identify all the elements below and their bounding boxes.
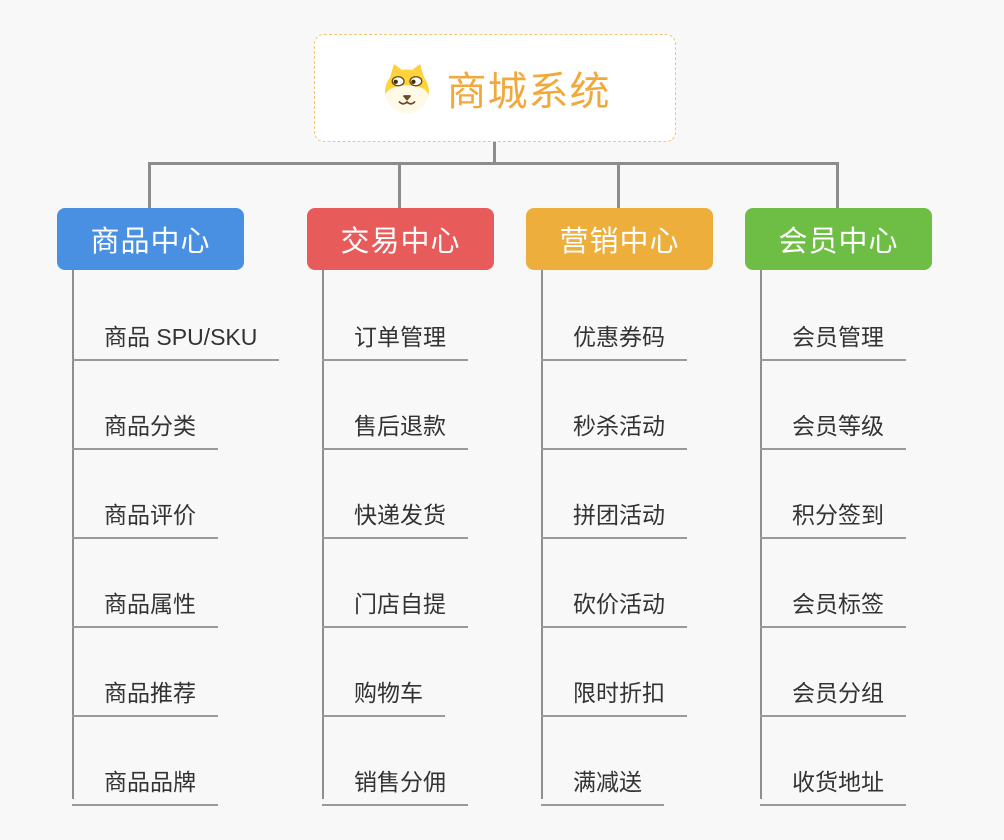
- branch-node-member-center[interactable]: 会员中心: [745, 208, 932, 270]
- branch-node-product-center[interactable]: 商品中心: [57, 208, 244, 270]
- leaf-node[interactable]: 砍价活动: [541, 575, 687, 628]
- leaf-node[interactable]: 商品分类: [72, 397, 218, 450]
- connector-drop: [148, 162, 151, 209]
- leaf-node[interactable]: 订单管理: [322, 308, 468, 361]
- leaf-node[interactable]: 售后退款: [322, 397, 468, 450]
- leaf-node[interactable]: 会员标签: [760, 575, 906, 628]
- connector-rail: [148, 162, 839, 165]
- branch-node-marketing-center[interactable]: 营销中心: [526, 208, 713, 270]
- connector-drop: [836, 162, 839, 209]
- leaf-node[interactable]: 商品 SPU/SKU: [72, 308, 280, 361]
- leaf-node[interactable]: 购物车: [322, 664, 445, 717]
- branch-trunk-line: [322, 270, 324, 799]
- leaf-node[interactable]: 会员管理: [760, 308, 906, 361]
- branch-trunk-line: [760, 270, 762, 799]
- leaf-node[interactable]: 秒杀活动: [541, 397, 687, 450]
- leaf-node[interactable]: 限时折扣: [541, 664, 687, 717]
- leaf-node[interactable]: 拼团活动: [541, 486, 687, 539]
- leaf-node[interactable]: 商品评价: [72, 486, 218, 539]
- connector-drop: [398, 162, 401, 209]
- leaf-node[interactable]: 积分签到: [760, 486, 906, 539]
- root-title: 商城系统: [446, 70, 611, 114]
- branch-trunk-line: [541, 270, 543, 799]
- leaf-node[interactable]: 优惠券码: [541, 308, 687, 361]
- leaf-node[interactable]: 满减送: [541, 753, 664, 806]
- leaf-node[interactable]: 会员分组: [760, 664, 906, 717]
- leaf-node[interactable]: 销售分佣: [322, 753, 468, 806]
- branch-node-trade-center[interactable]: 交易中心: [307, 208, 494, 270]
- leaf-node[interactable]: 商品属性: [72, 575, 218, 628]
- leaf-node[interactable]: 会员等级: [760, 397, 906, 450]
- connector-root-stem: [493, 141, 496, 163]
- root-node[interactable]: 商城系统: [314, 34, 676, 142]
- leaf-node[interactable]: 快递发货: [322, 486, 468, 539]
- branch-trunk-line: [72, 270, 74, 799]
- dog-face-icon: [380, 61, 434, 115]
- connector-drop: [617, 162, 620, 209]
- leaf-node[interactable]: 收货地址: [760, 753, 906, 806]
- leaf-node[interactable]: 商品品牌: [72, 753, 218, 806]
- leaf-node[interactable]: 商品推荐: [72, 664, 218, 717]
- leaf-node[interactable]: 门店自提: [322, 575, 468, 628]
